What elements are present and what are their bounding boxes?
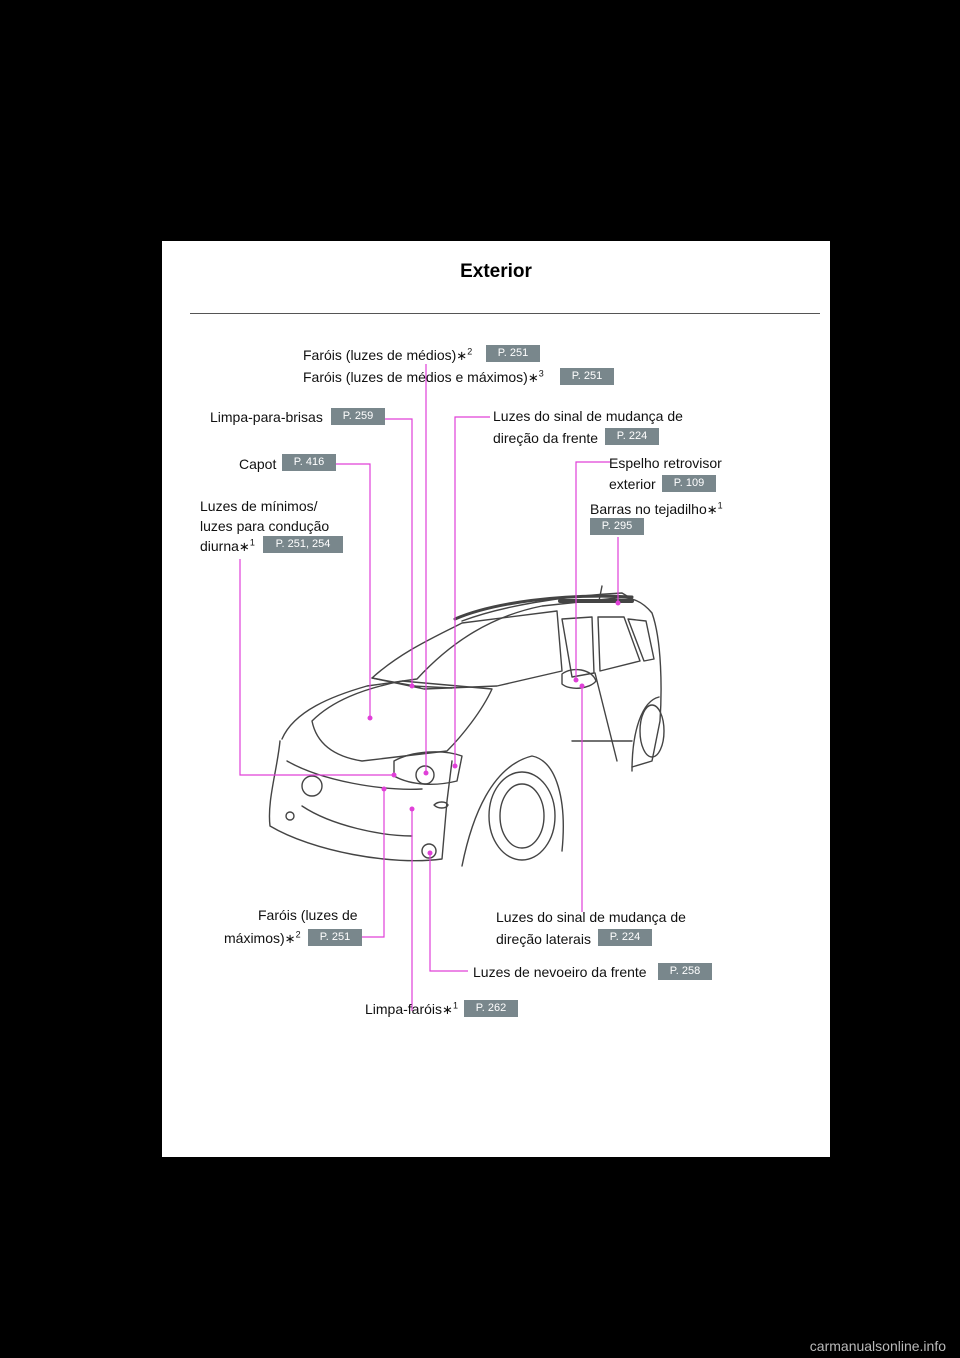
windshield — [371, 610, 563, 690]
leader-limpa-para-brisas — [384, 418, 413, 686]
ref-barras[interactable]: P. 295 — [590, 518, 644, 535]
leader-minimos — [239, 559, 394, 776]
ref-limpa-farois[interactable]: P. 262 — [464, 1000, 518, 1017]
ref-limpa-para-brisas[interactable]: P. 259 — [331, 408, 385, 425]
label-limpa-farois: Limpa-faróis∗1 — [365, 1000, 458, 1017]
leader-nevoeiro — [429, 853, 468, 972]
label-farois-maximos-2: máximos)∗2 — [224, 929, 301, 946]
label-minimos-2: luzes para condução — [200, 518, 330, 534]
rear-side-window — [597, 616, 641, 672]
label-sinal-laterais-2: direção laterais — [496, 931, 591, 947]
hood — [311, 680, 493, 762]
page-title: Exterior — [460, 261, 532, 282]
ref-farois-medios-maximos[interactable]: P. 251 — [560, 368, 614, 385]
car-illustration — [239, 364, 665, 1011]
lower-grille — [301, 805, 413, 837]
label-minimos-1: Luzes de mínimos/ — [200, 498, 318, 514]
ref-sinal-frente[interactable]: P. 224 — [605, 428, 659, 445]
watermark-footer: carmanualsonline.info — [809, 1338, 946, 1354]
title-rule — [190, 313, 820, 314]
ref-farois-maximos[interactable]: P. 251 — [308, 929, 362, 946]
manual-page: Exterior — [162, 241, 830, 1157]
label-espelho-1: Espelho retrovisor — [609, 455, 722, 471]
leader-sinal-frente — [454, 416, 490, 766]
label-sinal-frente-2: direção da frente — [493, 430, 599, 446]
label-sinal-frente-1: Luzes do sinal de mudança de — [493, 408, 683, 424]
label-barras: Barras no tejadilho∗1 — [590, 500, 723, 517]
car-body-outline — [281, 597, 662, 768]
front-side-window — [561, 616, 595, 678]
label-farois-medios-maximos: Faróis (luzes de médios e máximos)∗3 — [303, 368, 544, 385]
ref-nevoeiro[interactable]: P. 258 — [658, 963, 712, 980]
label-espelho-2: exterior — [609, 476, 656, 492]
car-roof — [461, 592, 633, 622]
leader-farois-maximos — [362, 789, 385, 938]
headlight — [393, 751, 463, 785]
leader-capot — [336, 463, 371, 718]
grille — [286, 760, 423, 790]
label-limpa-para-brisas: Limpa-para-brisas — [210, 409, 323, 425]
front-wheel — [488, 771, 556, 861]
label-farois-medios: Faróis (luzes de médios)∗2 — [303, 346, 473, 363]
side-mirror — [561, 668, 597, 689]
leader-espelho — [575, 461, 610, 680]
rear-quarter-window — [627, 618, 655, 662]
label-minimos-3: diurna∗1 — [200, 537, 255, 554]
ref-sinal-laterais[interactable]: P. 224 — [598, 929, 652, 946]
roof-rail — [453, 594, 634, 621]
label-farois-maximos-1: Faróis (luzes de — [258, 907, 358, 923]
ref-minimos[interactable]: P. 251, 254 — [263, 536, 343, 553]
ref-espelho[interactable]: P. 109 — [662, 475, 716, 492]
label-capot: Capot — [239, 456, 277, 472]
front-bumper — [268, 740, 453, 862]
ref-capot[interactable]: P. 416 — [282, 454, 336, 471]
label-sinal-laterais-1: Luzes do sinal de mudança de — [496, 909, 686, 925]
ref-farois-medios[interactable]: P. 251 — [486, 345, 540, 362]
rear-wheel — [639, 704, 665, 758]
label-nevoeiro: Luzes de nevoeiro da frente — [473, 964, 647, 980]
